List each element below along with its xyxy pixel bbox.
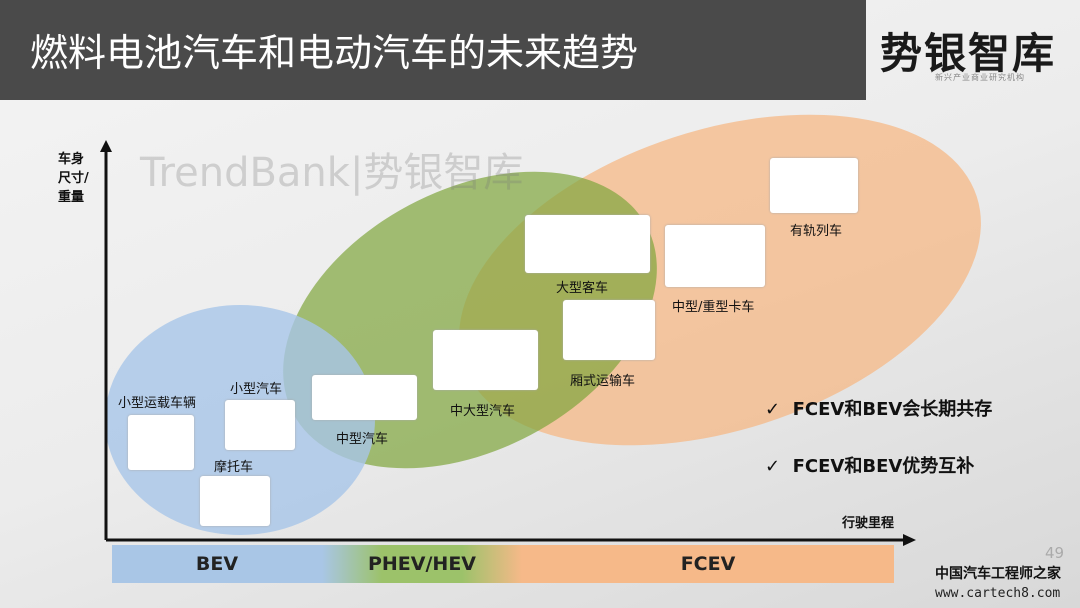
bullet-text: FCEV和BEV优势互补 xyxy=(792,456,975,477)
vehicle-label: 小型运载车辆 xyxy=(118,396,197,411)
bullet-1: ✓ FCEV和BEV会长期共存 xyxy=(765,399,993,420)
vehicle-label: 中型/重型卡车 xyxy=(672,300,755,315)
logo-subtitle: 新兴产业商业研究机构 xyxy=(935,73,1025,82)
suv-icon xyxy=(433,330,538,390)
watermark: TrendBank|势银智库 xyxy=(140,150,524,196)
y-axis-arrow xyxy=(100,140,112,152)
y-label-line: 车身 xyxy=(58,152,85,167)
y-label-line: 重量 xyxy=(58,190,85,205)
small-car-icon xyxy=(225,400,295,450)
band-label: PHEV/HEV xyxy=(367,553,477,575)
vehicle-label: 小型汽车 xyxy=(230,382,283,397)
vehicle-label: 中型汽车 xyxy=(336,432,389,447)
band-bev: BEV xyxy=(112,545,322,583)
page-title: 燃料电池汽车和电动汽车的未来趋势 xyxy=(30,31,639,75)
band-label: BEV xyxy=(195,553,239,575)
credit-cn: 中国汽车工程师之家 xyxy=(935,566,1061,582)
page-number: 49 xyxy=(1045,544,1065,562)
box-truck-icon xyxy=(563,300,655,360)
y-label-line: 尺寸/ xyxy=(58,171,89,186)
vehicle-label: 厢式运输车 xyxy=(570,374,636,389)
vehicle-label: 有轨列车 xyxy=(790,224,843,239)
rail-car-icon xyxy=(770,158,858,213)
band-label: FCEV xyxy=(680,553,736,575)
motorcycle-icon xyxy=(200,476,270,526)
logo: 势银智库 xyxy=(880,29,1057,78)
sedan-icon xyxy=(312,375,417,420)
credit-url: www.cartech8.com xyxy=(935,586,1061,601)
title-bar xyxy=(0,0,866,100)
bullet-text: FCEV和BEV会长期共存 xyxy=(792,399,993,420)
bus-icon xyxy=(525,215,650,273)
band-fcev: FCEV xyxy=(522,545,894,583)
band-phev: PHEV/HEV xyxy=(322,545,522,583)
x-axis-arrow xyxy=(903,534,916,546)
vehicle-label: 摩托车 xyxy=(214,460,254,475)
vehicle-label: 中大型汽车 xyxy=(450,404,516,419)
bullet-2: ✓ FCEV和BEV优势互补 xyxy=(765,456,975,477)
truck-icon xyxy=(665,225,765,287)
x-axis-label: 行驶里程 xyxy=(842,516,895,531)
vehicle-label: 大型客车 xyxy=(556,281,609,296)
utility-cart-icon xyxy=(128,415,194,470)
y-axis-label: 车身 尺寸/ 重量 xyxy=(58,150,89,207)
